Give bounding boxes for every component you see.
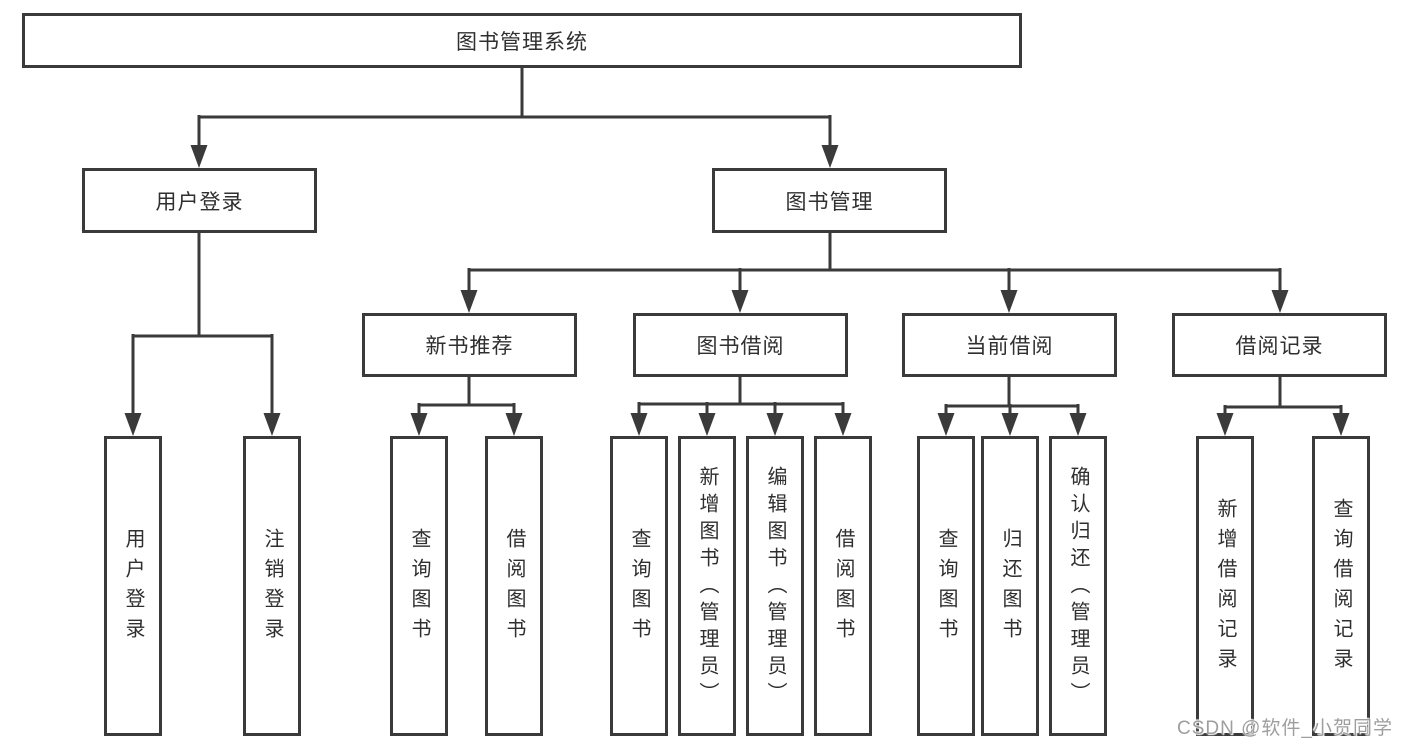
node-book-management: 图书管理 [712,168,947,233]
leaf-logout: 注销登录 [243,436,301,736]
leaf-add-books-admin: 新增图书（管理员） [678,436,736,736]
node-new-book-recommend: 新书推荐 [362,313,577,377]
node-user-login: 用户登录 [82,168,317,233]
leaf-query-borrow-record: 查询借阅记录 [1312,436,1370,736]
leaf-borrow-books-recommend: 借阅图书 [485,436,543,736]
leaf-query-books-recommend: 查询图书 [390,436,448,736]
leaf-edit-books-admin: 编辑图书（管理员） [746,436,804,736]
leaf-confirm-return-admin: 确认归还（管理员） [1049,436,1107,736]
leaf-add-borrow-record: 新增借阅记录 [1196,436,1254,736]
leaf-query-books-borrowing: 查询图书 [610,436,668,736]
csdn-watermark: CSDN @软件_小贺同学 [1177,718,1393,739]
node-library-management-system: 图书管理系统 [22,13,1022,68]
leaf-query-books-current: 查询图书 [917,436,975,736]
leaf-user-login: 用户登录 [104,436,162,736]
node-book-borrowing: 图书借阅 [633,313,848,377]
leaf-borrow-books: 借阅图书 [814,436,872,736]
node-current-borrowing: 当前借阅 [902,313,1117,377]
node-borrowing-records: 借阅记录 [1172,313,1387,377]
leaf-return-books: 归还图书 [981,436,1039,736]
